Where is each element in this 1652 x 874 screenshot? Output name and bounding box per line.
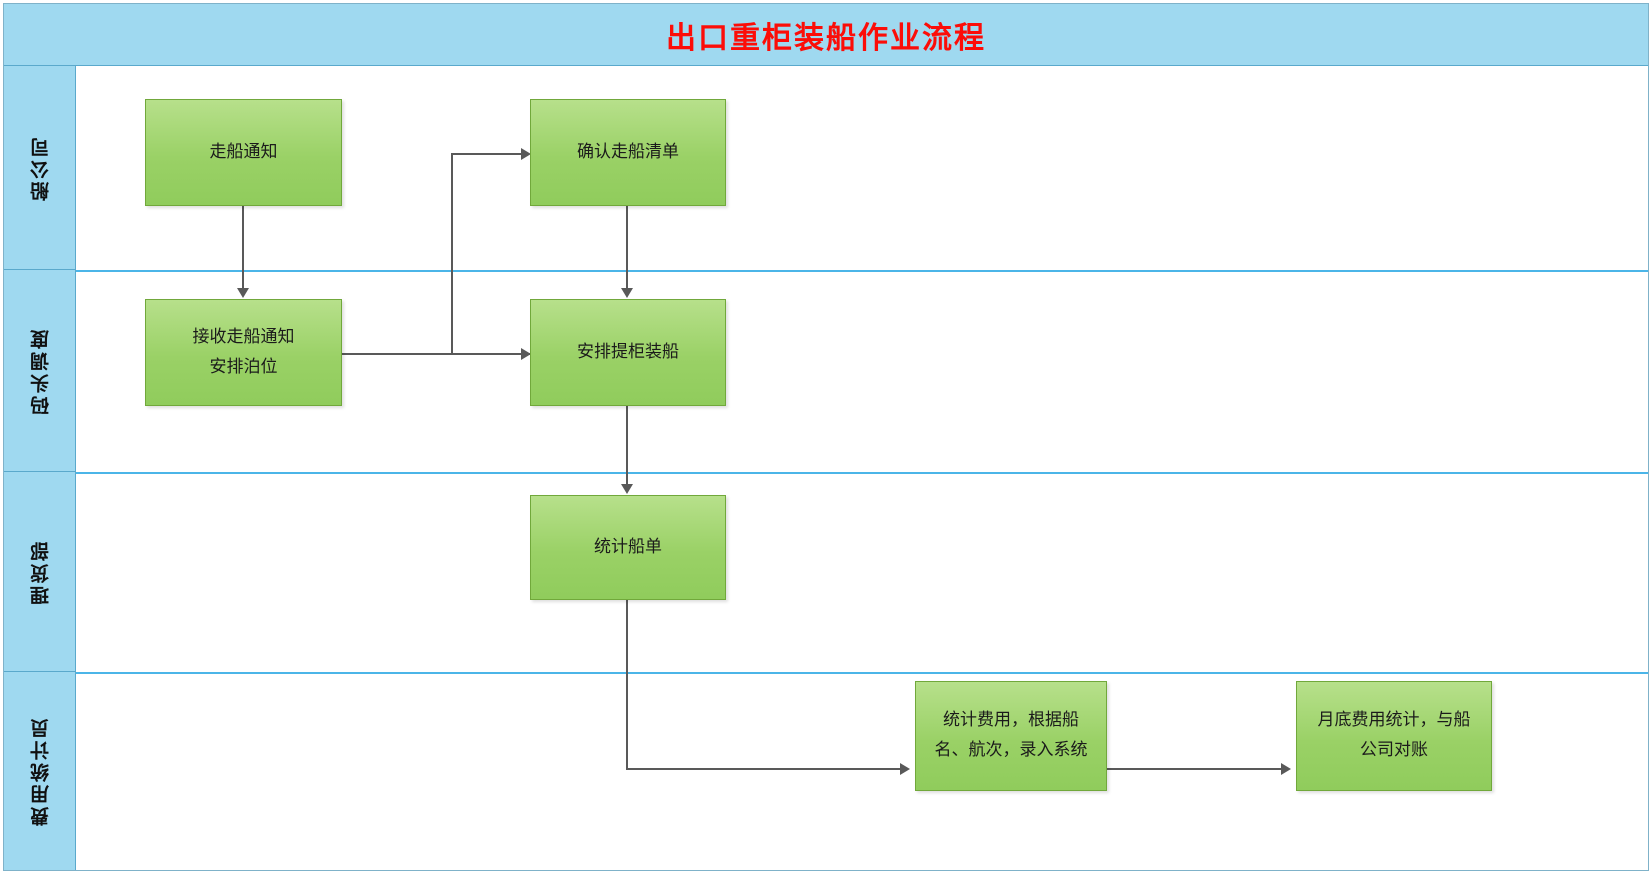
node-label: 统计船单	[594, 536, 662, 557]
connector-tally-to-fees-riser	[626, 600, 628, 770]
swimlane-label-text: 费用统计员	[29, 716, 52, 826]
connector-confirm-to-arrange-line	[626, 206, 628, 290]
title-bar: 出口重柜装船作业流程	[4, 4, 1648, 66]
connector-tally-to-fees-line	[626, 768, 906, 770]
connector-tally-to-fees-arrowhead	[900, 763, 910, 775]
connector-fees-to-reconcile-line	[1107, 768, 1287, 770]
node-receive-notice-berth[interactable]: 接收走船通知 安排泊位	[145, 299, 342, 406]
node-tally-ship-list[interactable]: 统计船单	[530, 495, 726, 600]
node-arrange-loading[interactable]: 安排提柜装船	[530, 299, 726, 406]
connector-arrange-to-tally-line	[626, 406, 628, 486]
node-record-fees[interactable]: 统计费用，根据船 名、航次，录入系统	[915, 681, 1107, 791]
node-sailing-notice[interactable]: 走船通知	[145, 99, 342, 206]
swimlane-label-text: 理货部	[29, 538, 52, 605]
node-label: 月底费用统计，与船 公司对账	[1317, 710, 1471, 760]
swimlane-label-shipping-company: 船公司	[4, 66, 76, 270]
lane-divider-2	[76, 472, 1648, 474]
lane-divider-3	[76, 672, 1648, 674]
node-monthly-reconcile[interactable]: 月底费用统计，与船 公司对账	[1296, 681, 1492, 791]
connector-receive-to-confirm-arrowhead	[521, 148, 531, 160]
node-label: 接收走船通知 安排泊位	[192, 326, 295, 377]
connector-receive-out-line	[342, 353, 532, 355]
swimlane-label-text: 码头调度	[29, 326, 52, 415]
node-label: 确认走船清单	[577, 141, 679, 162]
node-label: 统计费用，根据船 名、航次，录入系统	[934, 710, 1088, 760]
swimlane-label-terminal-dispatch: 码头调度	[4, 270, 76, 472]
lane-divider-1	[76, 270, 1648, 272]
connector-notice-to-receive-arrowhead	[237, 288, 249, 298]
connector-confirm-to-arrange-arrowhead	[621, 288, 633, 298]
connector-receive-to-confirm-line	[451, 153, 529, 155]
page-title: 出口重柜装船作业流程	[666, 20, 986, 56]
connector-notice-to-receive-line	[242, 206, 244, 290]
connector-receive-to-confirm-riser	[451, 153, 453, 355]
connector-receive-to-arrange-line	[452, 353, 529, 355]
swimlane-label-fee-clerk: 费用统计员	[4, 672, 76, 870]
node-label: 安排提柜装船	[577, 341, 679, 362]
swimlane-label-column: 船公司 码头调度 理货部 费用统计员	[4, 66, 76, 870]
diagram-canvas: 走船通知 确认走船清单 接收走船通知 安排泊位 安排提柜装船 统计船单 统计费用…	[76, 66, 1648, 870]
swimlane-label-tally-department: 理货部	[4, 472, 76, 672]
node-confirm-sailing-list[interactable]: 确认走船清单	[530, 99, 726, 206]
swimlane-label-text: 船公司	[29, 134, 52, 201]
node-label: 走船通知	[209, 141, 278, 162]
connector-fees-to-reconcile-arrowhead	[1281, 763, 1291, 775]
connector-receive-to-arrange-arrowhead	[521, 348, 531, 360]
connector-arrange-to-tally-arrowhead	[621, 484, 633, 494]
